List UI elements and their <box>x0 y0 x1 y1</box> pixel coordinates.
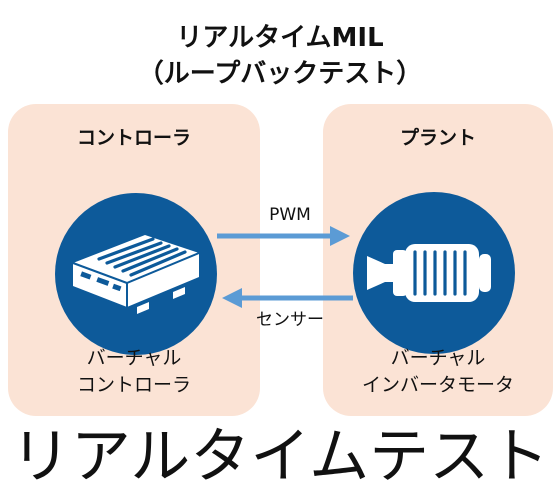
plant-caption-line-2: インバータモータ <box>361 374 514 396</box>
controller-box-icon <box>72 235 200 314</box>
controller-panel-label: コントローラ <box>76 127 191 149</box>
plant-panel-label: プラント <box>399 127 476 149</box>
title-line-2: （ループバックテスト） <box>137 59 423 89</box>
plant-caption-line-1: バーチャル <box>390 347 486 369</box>
footer-heading: リアルタイムテスト <box>10 422 550 492</box>
plant-circle <box>353 192 515 354</box>
controller-panel: コントローラ <box>8 104 260 416</box>
plant-caption: バーチャル インバータモータ <box>323 345 553 399</box>
controller-circle <box>55 193 217 355</box>
pwm-label: PWM <box>269 205 311 225</box>
controller-caption: バーチャル コントローラ <box>8 345 260 399</box>
title-line-1: リアルタイムMIL <box>176 23 384 53</box>
controller-caption-line-2: コントローラ <box>76 374 191 396</box>
sensor-label: センサー <box>256 310 324 330</box>
controller-caption-line-1: バーチャル <box>86 347 182 369</box>
motor-icon <box>367 244 491 302</box>
